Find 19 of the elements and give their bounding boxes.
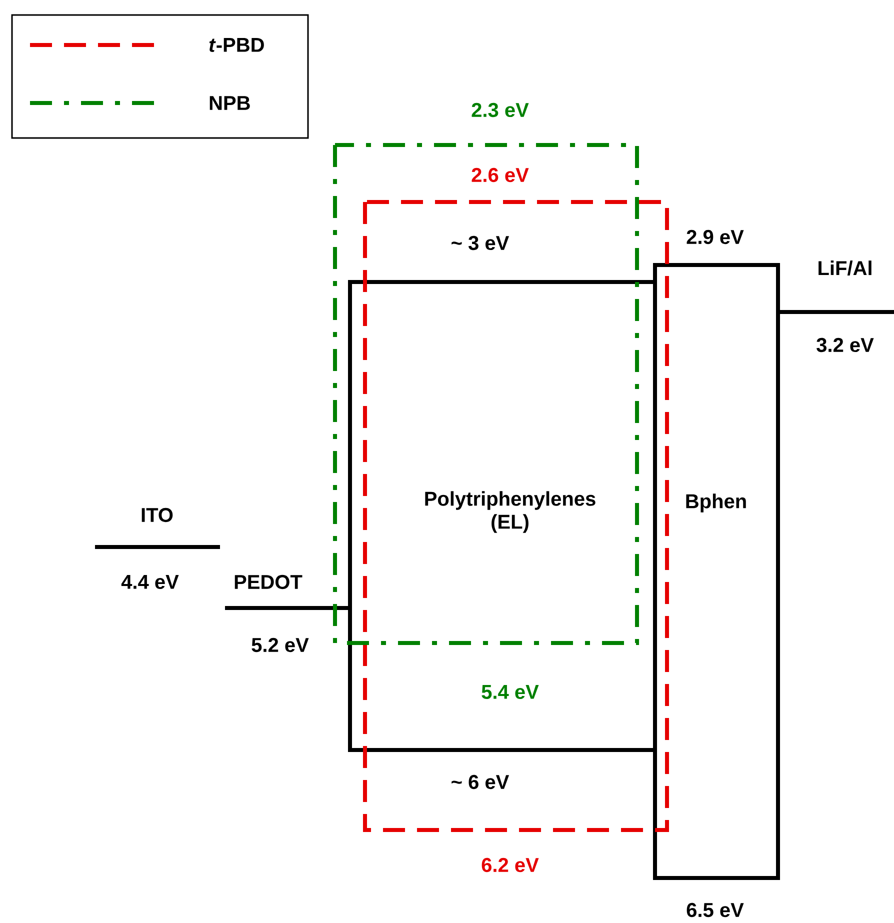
energy-value: 2.6 eV xyxy=(472,168,529,182)
legend-text: NPB xyxy=(210,96,250,110)
energy-value: 6.5 eV xyxy=(686,902,744,918)
energy-value: ~ 3 eV xyxy=(452,236,510,250)
legend-text: t-PBD xyxy=(209,38,264,52)
energy-band-box xyxy=(363,200,669,832)
energy-value: 2.9 eV xyxy=(686,230,744,244)
energy-value: 4.4 eV xyxy=(121,575,179,589)
energy-value: 2.3 eV xyxy=(472,102,529,118)
energy-value: LiF/Al xyxy=(818,260,872,276)
energy-value: ITO xyxy=(142,508,173,522)
energy-value: 6.2 eV xyxy=(482,858,539,872)
energy-band-box: Bphen xyxy=(653,263,780,880)
energy-value: 5.2 eV xyxy=(252,638,309,652)
energy-value: 3.2 eV xyxy=(816,338,874,352)
energy-value: PEDOT xyxy=(234,574,302,590)
energy-value: 5.4 eV xyxy=(482,685,539,699)
energy-band-box xyxy=(333,143,639,645)
energy-value: ~ 6 eV xyxy=(452,774,510,790)
